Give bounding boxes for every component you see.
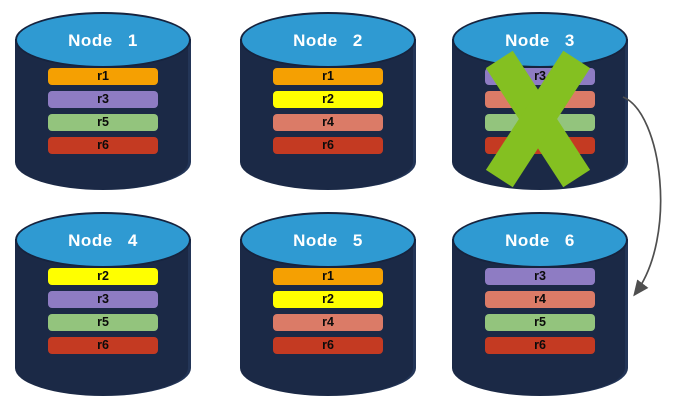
replica-row-label: r3: [534, 269, 546, 283]
replica-row: r2: [273, 291, 383, 308]
node-title: Node 5: [293, 231, 363, 250]
replica-row-label: r4: [534, 292, 546, 306]
replica-row-label: r3: [97, 92, 109, 106]
replica-row-label: r5: [534, 115, 546, 129]
replica-row: r3: [48, 91, 158, 108]
replica-row-label: r5: [534, 315, 546, 329]
replica-row-label: r4: [322, 315, 334, 329]
replica-row: r2: [48, 268, 158, 285]
replica-row: r1: [273, 268, 383, 285]
db-node-3: Node 3 r3 r4 r5 r6: [452, 12, 628, 190]
replica-row: r3: [48, 291, 158, 308]
cylinder-top: Node 2: [240, 12, 416, 68]
replica-row-label: r4: [322, 115, 334, 129]
replica-row: r3: [485, 68, 595, 85]
db-node-5: Node 5 r1 r2 r4 r6: [240, 212, 416, 396]
replica-row-label: r2: [322, 92, 334, 106]
replica-row: r6: [48, 137, 158, 154]
replica-row: r4: [485, 91, 595, 108]
replica-row-label: r5: [97, 315, 109, 329]
replica-row: r6: [485, 337, 595, 354]
replica-row: r5: [48, 314, 158, 331]
replica-rows: r3 r4 r5 r6: [452, 268, 628, 354]
replica-row: r1: [273, 68, 383, 85]
db-node-2: Node 2 r1 r2 r4 r6: [240, 12, 416, 190]
replica-row-label: r3: [97, 292, 109, 306]
replica-row: r6: [273, 137, 383, 154]
replica-rows: r1 r2 r4 r6: [240, 68, 416, 154]
replica-row-label: r6: [97, 138, 109, 152]
replica-row-label: r6: [322, 138, 334, 152]
replica-rows: r2 r3 r5 r6: [15, 268, 191, 354]
cylinder-top: Node 1: [15, 12, 191, 68]
replica-row: r5: [485, 114, 595, 131]
replica-row-label: r6: [322, 338, 334, 352]
replica-row: r5: [485, 314, 595, 331]
replica-row: r4: [273, 314, 383, 331]
replica-row-label: r6: [97, 338, 109, 352]
cylinder-top: Node 5: [240, 212, 416, 268]
replica-row: r6: [485, 137, 595, 154]
replica-row-label: r2: [97, 269, 109, 283]
replica-row-label: r6: [534, 338, 546, 352]
replica-row: r6: [48, 337, 158, 354]
replica-row: r2: [273, 91, 383, 108]
replica-row: r1: [48, 68, 158, 85]
replica-row-label: r2: [322, 292, 334, 306]
replica-rows: r1 r3 r5 r6: [15, 68, 191, 154]
replica-row: r5: [48, 114, 158, 131]
replica-row: r6: [273, 337, 383, 354]
node-title: Node 2: [293, 31, 363, 50]
replica-row-label: r1: [322, 269, 334, 283]
db-node-1: Node 1 r1 r3 r5 r6: [15, 12, 191, 190]
replica-row-label: r3: [534, 69, 546, 83]
replica-rows: r1 r2 r4 r6: [240, 268, 416, 354]
replica-row-label: r4: [534, 92, 546, 106]
node-title: Node 1: [68, 31, 138, 50]
failover-arrow-path: [622, 96, 662, 297]
node-title: Node 6: [505, 231, 575, 250]
replica-rows: r3 r4 r5 r6: [452, 68, 628, 154]
replica-row: r3: [485, 268, 595, 285]
node-title: Node 4: [68, 231, 138, 250]
failover-arrow: [622, 96, 662, 297]
cylinder-top: Node 3: [452, 12, 628, 68]
replica-row-label: r5: [97, 115, 109, 129]
replica-row-label: r1: [97, 69, 109, 83]
db-node-4: Node 4 r2 r3 r5 r6: [15, 212, 191, 396]
cylinder-top: Node 6: [452, 212, 628, 268]
cylinder-top: Node 4: [15, 212, 191, 268]
db-node-6: Node 6 r3 r4 r5 r6: [452, 212, 628, 396]
replica-row-label: r1: [322, 69, 334, 83]
replica-row: r4: [273, 114, 383, 131]
replica-row-label: r6: [534, 138, 546, 152]
replica-row: r4: [485, 291, 595, 308]
node-title: Node 3: [505, 31, 575, 50]
